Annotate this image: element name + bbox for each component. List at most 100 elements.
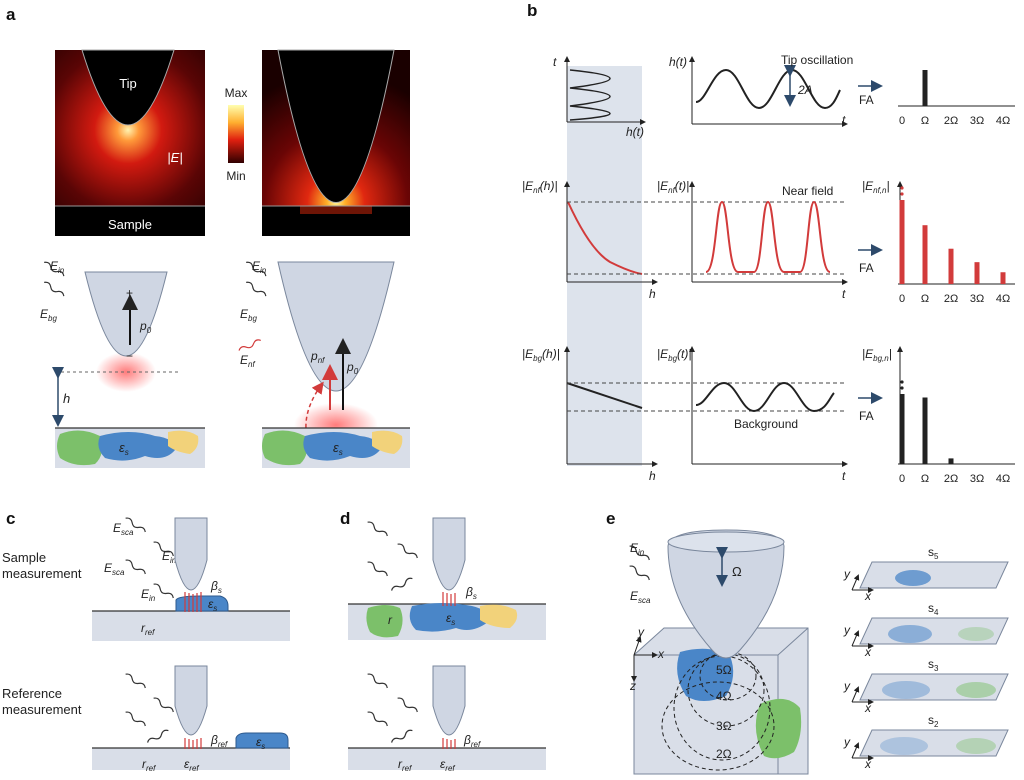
ebg-label: Ebg xyxy=(40,307,57,323)
spectrum-bar xyxy=(974,262,980,284)
fa-label: FA xyxy=(859,261,874,275)
t-axis-label: t xyxy=(842,113,846,127)
tip-body xyxy=(432,517,466,591)
slice-label: s2 xyxy=(928,713,939,729)
field-map-far: Tip Sample |E| xyxy=(55,49,205,236)
ein-label: Ein xyxy=(162,549,177,565)
harmonic-5: 5Ω xyxy=(716,663,732,677)
tip-silhouette xyxy=(277,49,395,203)
field-label: |E| xyxy=(167,150,182,165)
minus-sign: − xyxy=(126,349,133,363)
t-axis-label: t xyxy=(842,287,846,301)
wave-icon xyxy=(391,577,413,591)
e-tomography: Ein Esca Ω 5Ω 4Ω 3Ω 2Ω x y z xyxy=(629,529,809,775)
colorbar-min: Min xyxy=(226,169,245,183)
axis-break-dot xyxy=(900,186,904,190)
x-axis-label: x xyxy=(864,589,872,603)
wave-icon xyxy=(391,729,413,743)
eps-s-label: εs xyxy=(256,735,265,751)
r-ref-label: rref xyxy=(142,757,156,773)
ebg-t-label: |Ebg(t)| xyxy=(657,347,691,363)
tip-body xyxy=(432,665,466,736)
colorbar: Max Min xyxy=(225,86,248,183)
schematic-far-tip: Ein Ebg + − p0 h εs xyxy=(40,259,205,468)
tick-label: 4Ω xyxy=(996,473,1010,485)
enf-t-label: |Enf(t)| xyxy=(657,179,689,195)
enf-h-label: |Enf(h)| xyxy=(522,179,558,195)
near-field-label: Near field xyxy=(782,184,833,198)
wave-icon xyxy=(44,281,65,297)
spectrum-bar xyxy=(922,70,928,106)
tick-label: 3Ω xyxy=(970,115,984,127)
omega-label: Ω xyxy=(732,564,742,579)
wave-icon xyxy=(246,261,267,277)
axis-break-dot xyxy=(900,386,904,390)
esca-label: Esca xyxy=(104,561,125,577)
slice-s5: s5 xyxy=(859,545,1009,589)
z-axis-label: z xyxy=(629,679,636,693)
colorbar-max: Max xyxy=(225,86,248,100)
c-reference-measurement: Reference measurement βref εs rref εref xyxy=(2,665,290,773)
schematic-near-tip: Ein Ebg Enf pnf p0 εs xyxy=(238,259,410,468)
wave-icon xyxy=(367,673,388,689)
wave-icon xyxy=(125,559,146,575)
shaded-region xyxy=(567,66,642,466)
d-sample: βs εs r xyxy=(348,517,546,640)
wave-icon xyxy=(44,261,65,277)
c-sample-measurement: Sample measurement Esca Ein Esca Ein βs … xyxy=(2,517,290,641)
spectrum-bar xyxy=(922,397,928,464)
tip-body xyxy=(174,665,208,736)
wave-icon xyxy=(125,673,146,689)
beta-s-label: βs xyxy=(465,585,477,601)
tick-label: Ω xyxy=(921,115,929,127)
ht-axis-label: h(t) xyxy=(669,55,687,69)
h-axis-label: h xyxy=(649,287,656,301)
tick-label: 2Ω xyxy=(944,115,958,127)
tip-body xyxy=(277,261,395,392)
ein-label: Ein xyxy=(252,259,267,275)
wave-icon xyxy=(147,729,169,743)
h-axis-label: h xyxy=(649,469,656,483)
wave-icon xyxy=(367,711,388,727)
tip-osc-label: Tip oscillation xyxy=(781,53,853,67)
y-axis-label: y xyxy=(843,623,851,637)
fa-label: FA xyxy=(859,93,874,107)
eps-s-label: εs xyxy=(208,597,217,613)
b-row-3: |Ebg(h)| h |Ebg(t)| t Background FA |Ebg… xyxy=(522,346,1015,485)
slice-label: s5 xyxy=(928,545,939,561)
ref-meas-label-2: measurement xyxy=(2,702,82,717)
tip-label: Tip xyxy=(119,76,137,91)
x-axis-label: x xyxy=(657,647,665,661)
x-axis-label: x xyxy=(864,701,872,715)
tick-label: 0 xyxy=(899,293,905,305)
beta-s-label: βs xyxy=(210,579,222,595)
panel-label-c: c xyxy=(6,509,15,528)
x-axis-label: x xyxy=(864,645,872,659)
wave-icon xyxy=(125,711,146,727)
field-map-near xyxy=(262,49,410,236)
tick-label: 4Ω xyxy=(996,115,1010,127)
plus-sign: + xyxy=(126,286,133,300)
wave-icon xyxy=(153,583,174,599)
eps-s-label: εs xyxy=(446,611,455,627)
esca-label: Esca xyxy=(630,589,651,605)
esca-label: Esca xyxy=(113,521,134,537)
tick-label: 4Ω xyxy=(996,293,1010,305)
eps-ref-label: εref xyxy=(184,757,199,773)
b-row-1: t h(t) h(t) t Tip oscillation 2A FA 0 Ω … xyxy=(553,53,1015,139)
spectrum-ticks: 0 Ω 2Ω 3Ω 4Ω xyxy=(899,473,1010,485)
sample-meas-label-2: measurement xyxy=(2,566,82,581)
ebgn-label: |Ebg,n| xyxy=(862,347,892,363)
tip-body xyxy=(667,529,785,659)
enfn-label: |Enf,n| xyxy=(862,179,890,195)
spectrum-bar xyxy=(899,200,905,284)
r-label: r xyxy=(388,613,393,627)
tick-label: Ω xyxy=(921,473,929,485)
h-axis-label: h(t) xyxy=(626,125,644,139)
tick-label: Ω xyxy=(921,293,929,305)
harmonic-2: 2Ω xyxy=(716,747,732,761)
y-axis-label: y xyxy=(637,625,645,639)
sample-label: Sample xyxy=(108,217,152,232)
wave-icon xyxy=(629,565,650,581)
